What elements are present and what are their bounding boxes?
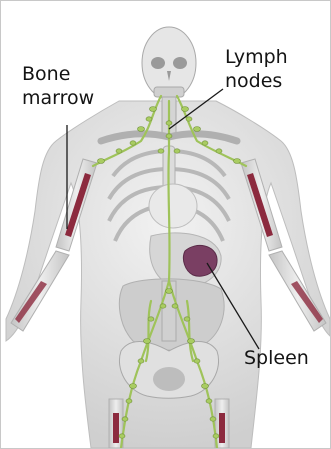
bone-marrow-label-line2: marrow: [22, 86, 94, 110]
lymph-nodes-label: Lymph nodes: [225, 45, 288, 93]
lymph-nodes-label-line1: Lymph: [225, 45, 288, 69]
bone-marrow-label: Bone marrow: [22, 62, 94, 110]
femur-left: [109, 399, 123, 448]
skull: [142, 27, 196, 99]
lymph-nodes-label-line2: nodes: [225, 69, 288, 93]
heart: [149, 184, 197, 228]
spleen-label: Spleen: [244, 346, 309, 370]
bone-marrow-label-line1: Bone: [22, 62, 94, 86]
